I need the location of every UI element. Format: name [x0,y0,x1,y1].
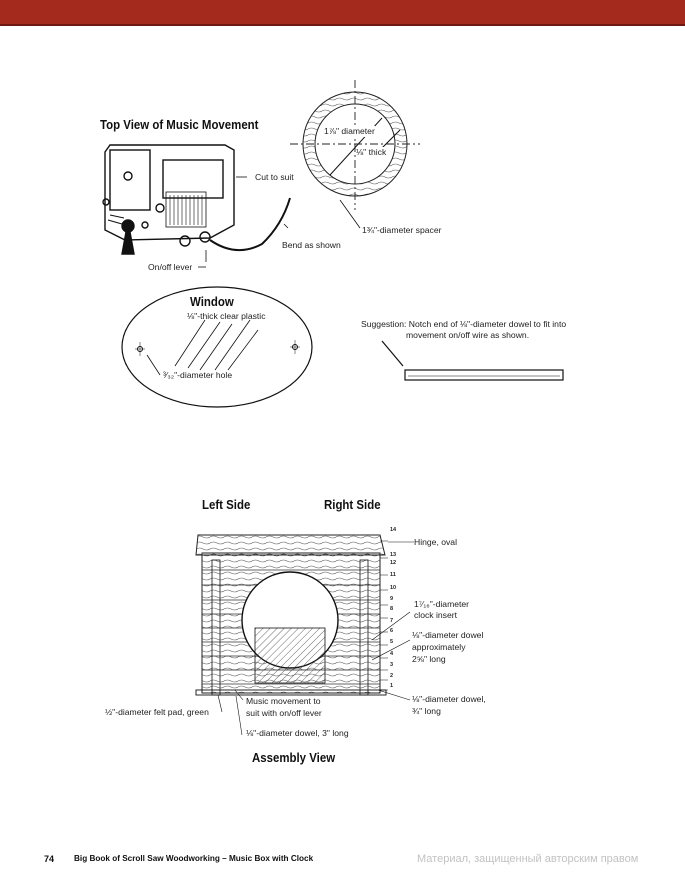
layer-number: 2 [390,673,394,679]
layer-number: 9 [390,596,394,602]
hinge-callout: Hinge, oval [414,537,457,547]
dowel-callout-3: 2⅝" long [412,654,446,664]
movement-callout-1: Music movement to [246,696,321,706]
spacer-ring-drawing [290,80,420,229]
layer-number: 8 [390,606,394,612]
layer-number: 3 [390,662,394,668]
dowel-drawing [381,340,564,381]
layer-number: 4 [390,651,394,657]
music-movement-drawing [102,144,291,268]
page-number: 74 [44,854,55,864]
layer-number: 13 [390,552,397,558]
short-dowel-callout-1: ⅛"-diameter dowel, [412,694,486,704]
suggestion-line-1: Suggestion: Notch end of ⅛"-diameter dow… [361,319,567,329]
cut-to-suit-label: Cut to suit [255,172,294,182]
assembly-drawing [195,534,414,736]
layer-number: 12 [390,560,397,566]
suggestion-line-2: movement on/off wire as shown. [406,330,530,340]
spacer-thick-label: ⅛" thick [356,147,387,158]
layer-number: 10 [390,585,397,591]
layer-number: 1 [390,683,394,689]
layer-number: 11 [390,572,396,578]
layer-number: 7 [390,618,394,624]
footer-title: Big Book of Scroll Saw Woodworking – Mus… [74,854,314,863]
watermark: Материал, защищенный авторским правом [417,853,639,865]
dowel-callout-1: ⅛"-diameter dowel [412,630,484,640]
layer-number: 6 [390,628,394,634]
window-drawing [121,286,313,408]
long-dowel-callout: ⅛"-diameter dowel, 3" long [246,728,349,738]
bend-as-shown-label: Bend as shown [282,240,341,250]
layer-number: 5 [390,639,394,645]
felt-pad-callout: ½"-diameter felt pad, green [105,707,209,717]
top-view-heading: Top View of Music Movement [100,117,259,132]
window-heading: Window [190,294,234,309]
layer-number: 14 [390,527,397,533]
clock-callout-2: clock insert [414,610,457,620]
window-hole-label: ³⁄₃₂"-diameter hole [163,370,233,380]
spacer-label: 1¾"-diameter spacer [362,225,442,235]
movement-callout-2: suit with on/off lever [246,708,322,718]
short-dowel-callout-2: ¾" long [412,706,441,716]
header-bar [0,0,685,26]
assembly-view-heading: Assembly View [252,750,336,765]
left-side-heading: Left Side [202,497,251,512]
window-plastic-label: ⅛"-thick clear plastic [187,311,266,321]
clock-callout-1: 1⁷⁄₁₆"-diameter [414,599,470,609]
spacer-diameter-label: 1⅞" diameter [324,126,375,137]
dowel-callout-2: approximately [412,642,466,652]
on-off-lever-label: On/off lever [148,262,193,272]
right-side-heading: Right Side [324,497,381,512]
